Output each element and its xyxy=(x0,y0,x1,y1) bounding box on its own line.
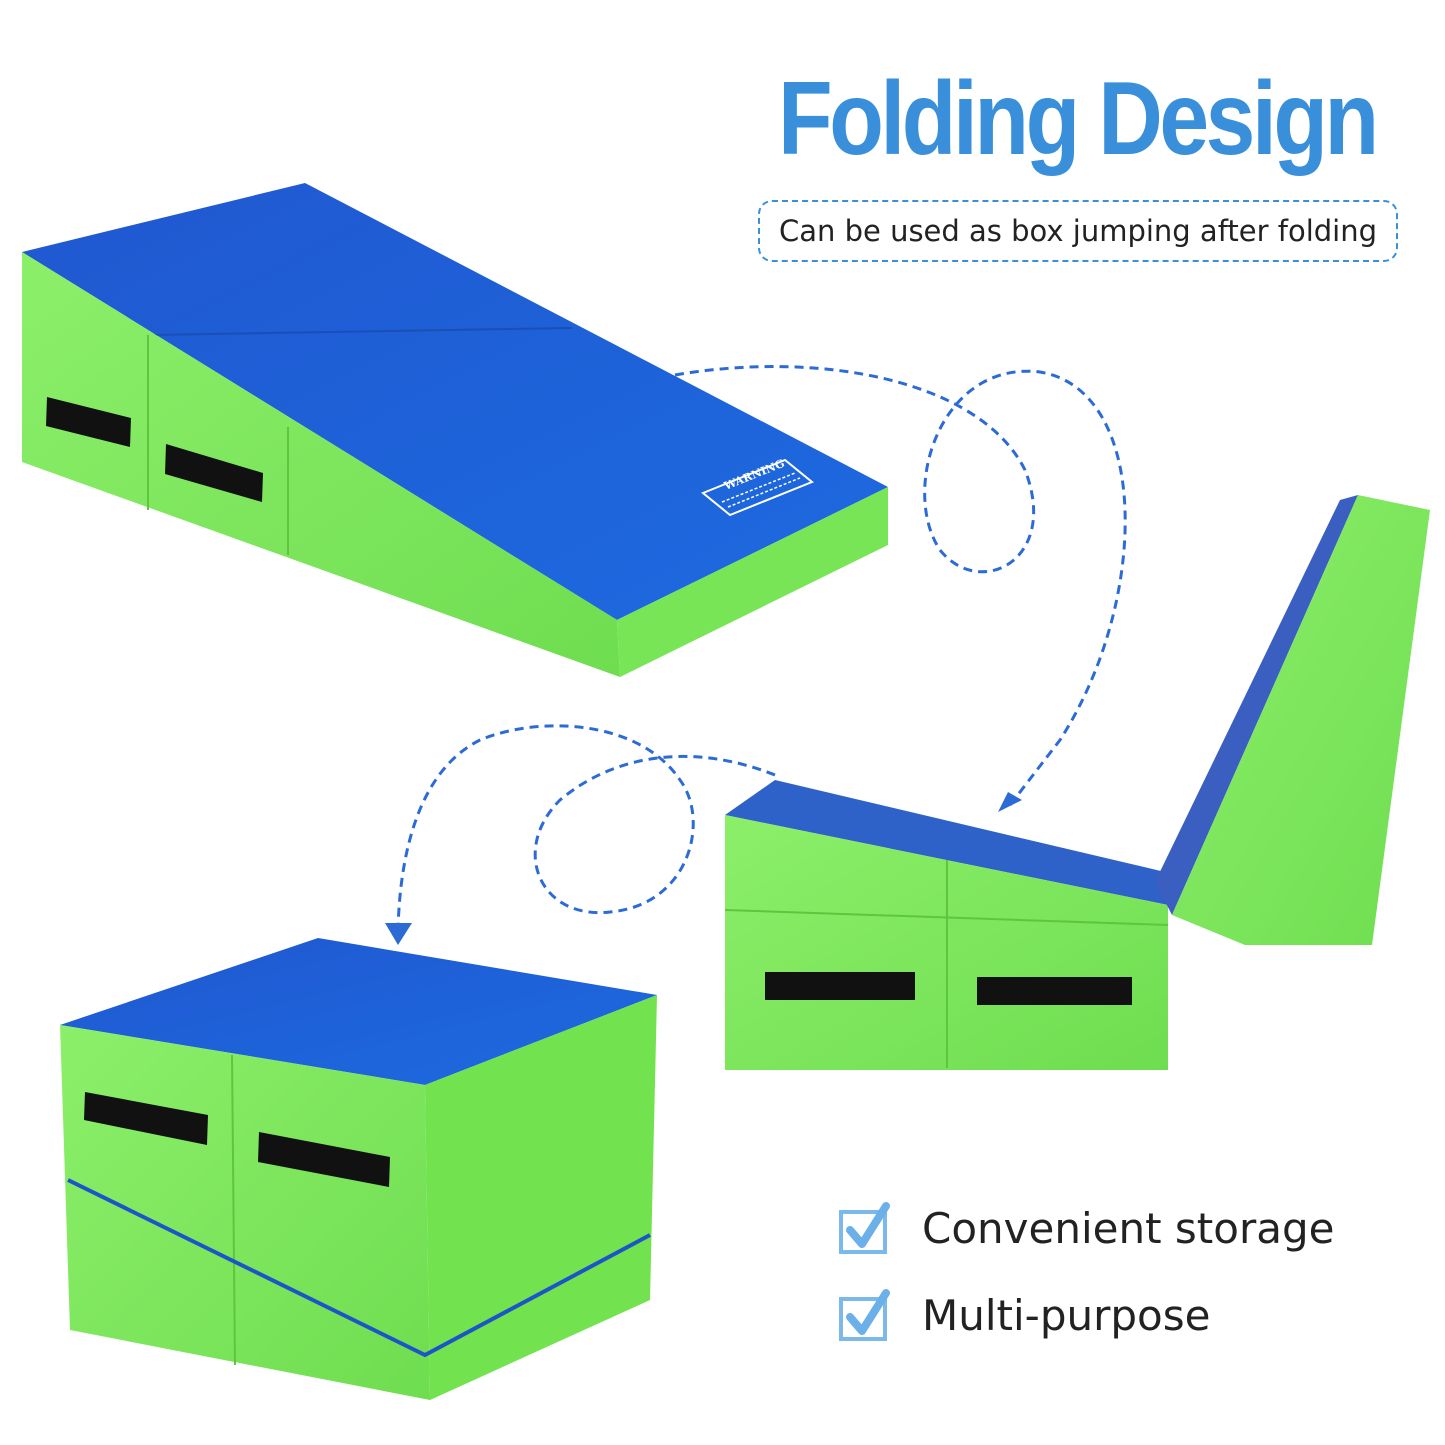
feature-item: Multi-purpose xyxy=(838,1287,1210,1343)
wedge-mat-unfolded: WARNING xyxy=(22,183,888,677)
arrow-head-icon xyxy=(385,923,412,945)
checkbox-checked-icon xyxy=(839,1202,890,1254)
arrow-head-icon xyxy=(998,792,1022,812)
feature-item: Convenient storage xyxy=(838,1200,1334,1256)
subtitle-text: Can be used as box jumping after folding xyxy=(778,214,1378,248)
feature-label: Convenient storage xyxy=(922,1203,1335,1253)
checkbox-checked-icon xyxy=(839,1289,890,1341)
subtitle-badge: Can be used as box jumping after folding xyxy=(758,200,1398,262)
feature-label: Multi-purpose xyxy=(922,1290,1211,1340)
fold-arrows xyxy=(396,365,1127,931)
mat-folded-box xyxy=(60,938,657,1400)
wedge-mat-half-folded xyxy=(724,495,1430,1070)
page-title: Folding Design xyxy=(778,61,1379,177)
